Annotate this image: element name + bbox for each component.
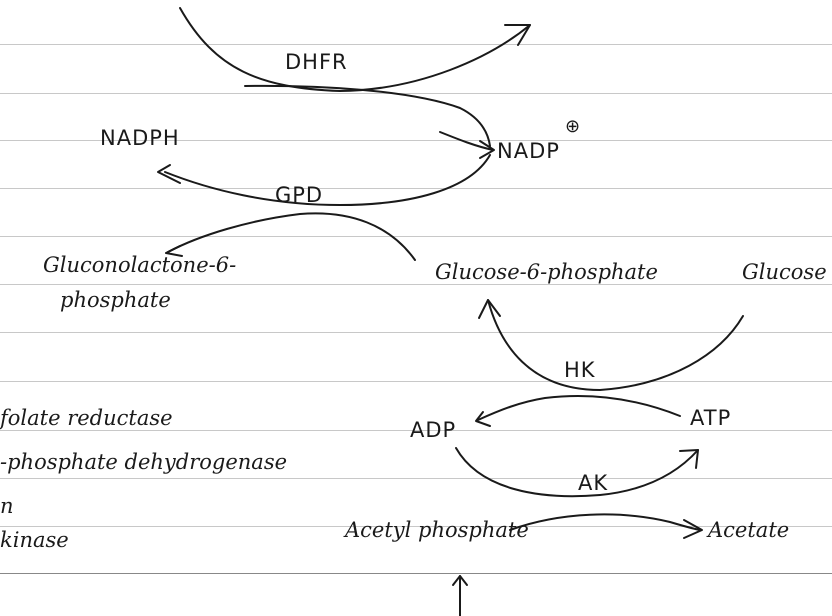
- ruled-line: [0, 381, 832, 382]
- ak-arc-lower: [509, 513, 701, 531]
- gluconolactone-arrowhead: [165, 245, 183, 257]
- adp-arrowhead: [475, 411, 491, 427]
- atp-label: ATP: [690, 406, 732, 430]
- legend-line-1: folate reductase: [0, 406, 173, 430]
- nadp-charge-icon: ⊕: [565, 116, 582, 137]
- hk-label: HK: [564, 358, 596, 382]
- nadp-arrow: [439, 131, 494, 151]
- acetate-label: Acetate: [708, 518, 790, 542]
- ruled-line: [0, 93, 832, 94]
- ruled-line: [0, 140, 832, 141]
- acetyl-phosphate-label: Acetyl phosphate: [345, 518, 529, 542]
- bottom-up-arrowhead: [452, 575, 468, 586]
- ruled-line: [0, 478, 832, 479]
- page-rule: [0, 573, 832, 574]
- hk-arc-lower: [477, 395, 681, 421]
- nadp-label: NADP: [497, 139, 560, 163]
- dhfr-label: DHFR: [285, 50, 348, 74]
- nadp-arrowhead: [479, 140, 495, 159]
- nadph-label: NADPH: [100, 126, 180, 150]
- gluconolactone-label-line2: phosphate: [60, 288, 171, 312]
- glucose6p-arrowhead: [478, 299, 501, 319]
- ak-arc-upper: [455, 447, 699, 498]
- acetate-arrowhead: [683, 519, 703, 539]
- gpd-label: GPD: [275, 183, 324, 207]
- legend-line-2: -phosphate dehydrogenase: [0, 450, 288, 474]
- nadph-arrowhead: [157, 164, 181, 184]
- glucose-label: Glucose: [742, 260, 827, 284]
- glucose6p-label: Glucose-6-phosphate: [435, 260, 658, 284]
- ruled-line: [0, 236, 832, 237]
- hk-arc-upper: [487, 299, 744, 391]
- atp-arrowhead: [679, 449, 699, 469]
- dhfr-arc-upper: [179, 7, 531, 92]
- ruled-line: [0, 44, 832, 45]
- legend-line-4: kinase: [0, 528, 69, 552]
- ruled-line: [0, 526, 832, 527]
- dhfr-arrowhead: [504, 24, 531, 46]
- adp-label: ADP: [410, 418, 457, 442]
- gluconolactone-label-line1: Gluconolactone-6-: [43, 253, 237, 277]
- gpd-arc-upper: [164, 154, 491, 206]
- gpd-arc-lower: [167, 212, 416, 261]
- dhfr-arc-lower: [244, 84, 491, 147]
- ruled-line: [0, 332, 832, 333]
- ak-label: AK: [578, 471, 609, 495]
- ruled-line: [0, 188, 832, 189]
- legend-line-3: n: [0, 494, 14, 518]
- ruled-line: [0, 430, 832, 431]
- ruled-line: [0, 284, 832, 285]
